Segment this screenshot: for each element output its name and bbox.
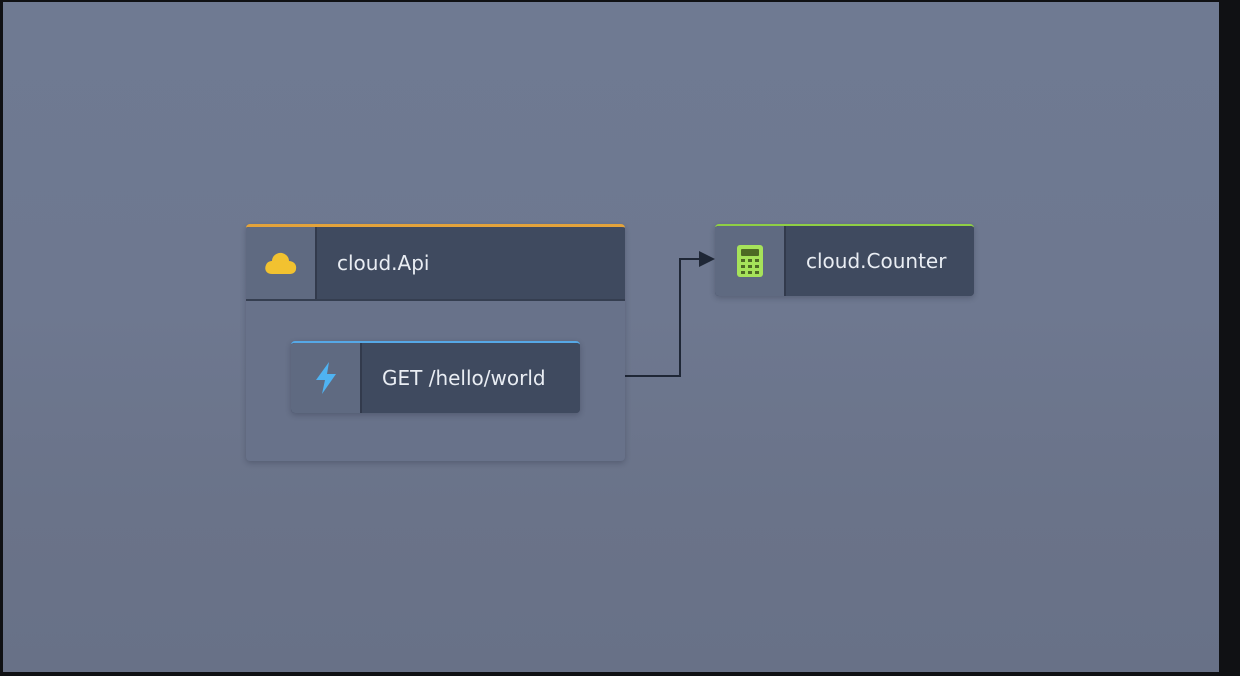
calculator-icon	[715, 226, 786, 296]
diagram-canvas: cloud.Api GET /hello/world	[3, 2, 1219, 672]
cloud-counter-label: cloud.Counter	[806, 249, 947, 273]
cloud-counter-header[interactable]: cloud.Counter	[715, 226, 974, 296]
edge-endpoint-to-counter	[580, 251, 715, 377]
endpoint-label: GET /hello/world	[382, 366, 546, 390]
endpoint-header[interactable]: GET /hello/world	[291, 343, 580, 413]
cloud-api-header[interactable]: cloud.Api	[246, 227, 625, 301]
cloud-icon	[246, 227, 317, 299]
cloud-api-label: cloud.Api	[337, 251, 430, 275]
endpoint-node[interactable]: GET /hello/world	[291, 341, 580, 413]
cloud-counter-node[interactable]: cloud.Counter	[715, 224, 974, 296]
lightning-icon	[291, 343, 362, 413]
